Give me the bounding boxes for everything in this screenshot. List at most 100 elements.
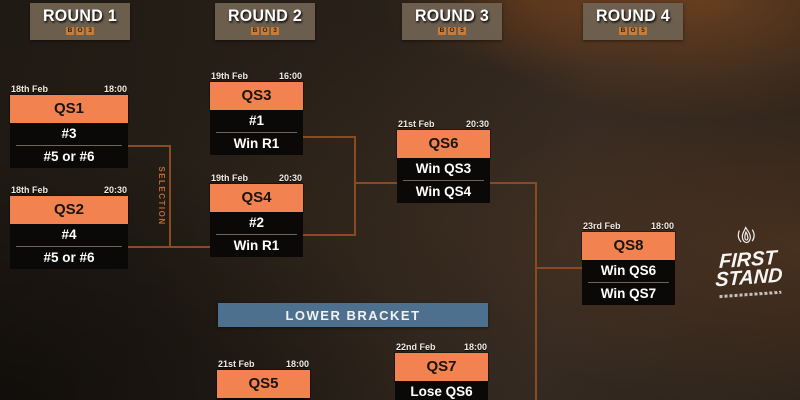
- round-header-3: ROUND 3 B O 5: [402, 3, 502, 40]
- format-chip: O: [448, 27, 456, 35]
- format-chip: 5: [458, 27, 466, 35]
- match-date: 21st Feb: [398, 118, 435, 129]
- selection-label: SELECTION: [157, 166, 166, 226]
- bracket-connector: [301, 234, 356, 236]
- match-time: 18:00: [650, 220, 674, 231]
- match-time: 18:00: [463, 341, 487, 352]
- match-id-badge: QS3: [210, 82, 303, 110]
- match-slot-bottom: Win QS4: [415, 184, 472, 199]
- match-date: 18th Feb: [11, 83, 49, 94]
- match-slot-bottom: Win R1: [233, 136, 280, 151]
- round-title: ROUND 1: [42, 7, 118, 26]
- bracket-connector: [128, 246, 212, 248]
- format-chip: 3: [86, 27, 94, 35]
- match-id-badge: QS2: [10, 196, 128, 224]
- format-chip: B: [66, 27, 74, 35]
- bracket-connector: [535, 182, 537, 400]
- match-slot-top: #4: [61, 227, 77, 242]
- bracket-connector: [169, 145, 171, 248]
- round-format-bo5: B O 5: [438, 27, 466, 35]
- match-body: #4 #5 or #6: [10, 224, 128, 269]
- slot-divider: [216, 132, 297, 133]
- match-slot-top: Lose QS6: [410, 384, 473, 399]
- round-title: ROUND 2: [227, 7, 303, 26]
- match-slot-bottom: Win QS7: [600, 286, 657, 301]
- bracket-connector: [354, 182, 399, 184]
- format-chip: B: [619, 27, 627, 35]
- match-qs5[interactable]: 21st Feb 18:00 QS5: [217, 357, 310, 400]
- match-schedule: 18th Feb 20:30: [10, 183, 128, 196]
- match-qs1[interactable]: 18th Feb 18:00 QS1 #3 #5 or #6: [10, 82, 128, 168]
- match-qs4[interactable]: 19th Feb 20:30 QS4 #2 Win R1: [210, 171, 303, 257]
- match-time: 20:30: [278, 172, 302, 183]
- slot-divider: [16, 246, 122, 247]
- match-date: 19th Feb: [211, 172, 249, 183]
- bracket-connector: [354, 136, 356, 236]
- round-header-4: ROUND 4 B O 5: [583, 3, 683, 40]
- match-qs6[interactable]: 21st Feb 20:30 QS6 Win QS3 Win QS4: [397, 117, 490, 203]
- logo-tagline: [719, 290, 782, 298]
- round-format-bo3: B O 3: [66, 27, 94, 35]
- match-time: 18:00: [285, 358, 309, 369]
- match-id-badge: QS1: [10, 95, 128, 123]
- match-qs3[interactable]: 19th Feb 16:00 QS3 #1 Win R1: [210, 69, 303, 155]
- match-schedule: 23rd Feb 18:00: [582, 219, 675, 232]
- match-qs7[interactable]: 22nd Feb 18:00 QS7 Lose QS6: [395, 340, 488, 400]
- match-slot-top: #1: [248, 113, 265, 128]
- match-date: 18th Feb: [11, 184, 49, 195]
- match-slot-top: #3: [61, 126, 77, 141]
- match-body: #2 Win R1: [210, 212, 303, 257]
- match-body: Win QS6 Win QS7: [582, 260, 675, 305]
- format-chip: O: [261, 27, 269, 35]
- match-qs2[interactable]: 18th Feb 20:30 QS2 #4 #5 or #6: [10, 183, 128, 269]
- match-id-badge: QS8: [582, 232, 675, 260]
- round-header-2: ROUND 2 B O 3: [215, 3, 315, 40]
- format-chip: O: [76, 27, 84, 35]
- round-format-bo5: B O 5: [619, 27, 647, 35]
- first-stand-logo: FIRST STAND: [698, 223, 799, 299]
- slot-divider: [588, 282, 669, 283]
- slot-divider: [216, 234, 297, 235]
- logo-title-line2: STAND: [715, 264, 784, 292]
- match-body: #1 Win R1: [210, 110, 303, 155]
- match-date: 22nd Feb: [396, 341, 436, 352]
- match-id-badge: QS6: [397, 130, 490, 158]
- match-id-badge: QS4: [210, 184, 303, 212]
- logo-emblem-icon: [734, 225, 760, 252]
- round-title: ROUND 4: [595, 7, 671, 26]
- match-time: 18:00: [103, 83, 127, 94]
- match-slot-bottom: #5 or #6: [43, 149, 95, 164]
- bracket-connector: [535, 267, 584, 269]
- match-date: 19th Feb: [211, 70, 249, 81]
- match-schedule: 21st Feb 18:00: [217, 357, 310, 370]
- bracket-connector: [301, 136, 356, 138]
- bracket-connector: [128, 145, 170, 147]
- match-time: 20:30: [465, 118, 489, 129]
- match-slot-bottom: #5 or #6: [43, 250, 95, 265]
- match-slot-top: Win QS3: [415, 161, 472, 176]
- match-schedule: 19th Feb 20:30: [210, 171, 303, 184]
- match-date: 23rd Feb: [583, 220, 621, 231]
- format-chip: 5: [639, 27, 647, 35]
- round-format-bo3: B O 3: [251, 27, 279, 35]
- match-qs8[interactable]: 23rd Feb 18:00 QS8 Win QS6 Win QS7: [582, 219, 675, 305]
- match-body: [217, 398, 310, 400]
- match-body: Lose QS6: [395, 381, 488, 400]
- match-id-badge: QS5: [217, 370, 310, 398]
- match-schedule: 19th Feb 16:00: [210, 69, 303, 82]
- match-time: 20:30: [103, 184, 127, 195]
- match-body: Win QS3 Win QS4: [397, 158, 490, 203]
- match-date: 21st Feb: [218, 358, 255, 369]
- match-schedule: 18th Feb 18:00: [10, 82, 128, 95]
- match-time: 16:00: [278, 70, 302, 81]
- match-schedule: 21st Feb 20:30: [397, 117, 490, 130]
- slot-divider: [403, 180, 484, 181]
- match-body: #3 #5 or #6: [10, 123, 128, 168]
- format-chip: 3: [271, 27, 279, 35]
- format-chip: O: [629, 27, 637, 35]
- match-id-badge: QS7: [395, 353, 488, 381]
- lower-bracket-banner: LOWER BRACKET: [218, 303, 488, 327]
- format-chip: B: [438, 27, 446, 35]
- bracket-connector: [485, 182, 537, 184]
